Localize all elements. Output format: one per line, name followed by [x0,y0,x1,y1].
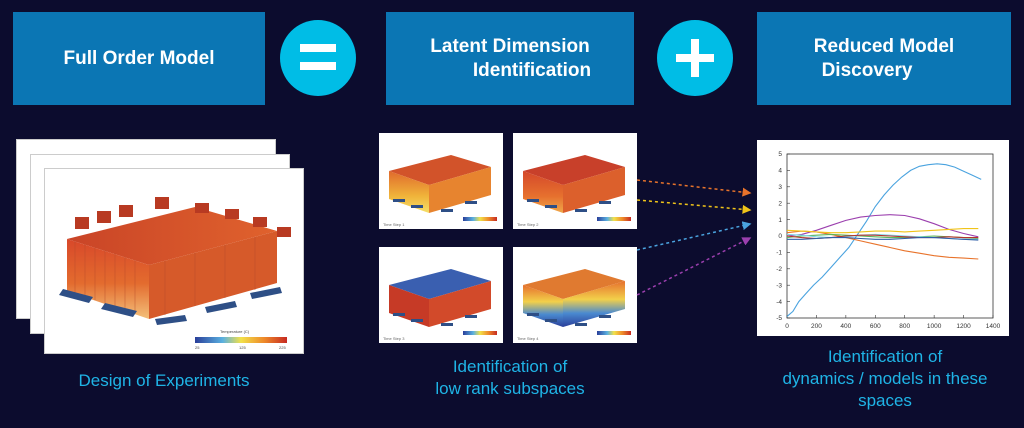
y-tick-label: 4 [778,168,782,175]
dynamics-caption-line1: Identification of [827,347,943,366]
reduced-label-line1: Reduced Model [813,35,955,57]
snapshot-thumbnail: Time Step 3 [379,247,503,343]
plus-circle [657,20,733,96]
y-tick-label: -1 [776,250,782,257]
dynamics-chart: 0 200 400 600 800 1000 1200 1400 -5 -4 -3 -2 -1 0 1 2 3 4… [757,140,1009,336]
reduced-label-line2: Discovery [821,59,913,81]
y-tick-label: 5 [778,151,782,158]
series-line-8 [787,237,979,241]
x-tick-label: 1200 [956,323,971,330]
snapshot-label: Time Step 3 [383,336,405,341]
colorbar-title: Temperature (C) [220,329,250,334]
series-line-4 [786,228,979,234]
arrow-blue [636,221,752,251]
lowrank-caption-line1: Identification of [452,357,568,376]
x-tick-label: 800 [899,323,910,330]
arrow-orange [636,179,752,197]
y-tick-label: 1 [778,217,782,224]
latent-dimension-box: Latent Dimension Identification [386,12,634,105]
x-tick-label: 600 [870,323,881,330]
experiment-sheet-front: Temperature (C) 25 125 225 [44,168,304,354]
colorbar-mid: 125 [239,345,246,350]
y-tick-label: -3 [776,282,782,289]
full-order-model-label: Full Order Model [63,47,215,69]
y-tick-label: 2 [778,200,782,207]
y-tick-label: 0 [778,233,782,240]
colorbar-max: 225 [279,345,286,350]
y-tick-label: -4 [776,299,782,306]
doe-caption: Design of Experiments [78,371,250,390]
equals-icon [300,62,336,70]
snapshot-thumbnail: Time Step 1 [379,133,503,229]
snapshot-thumbnail: Time Step 4 [513,247,637,343]
series-line-1 [786,163,982,317]
x-tick-label: 200 [811,323,822,330]
y-tick-label: 3 [778,184,782,191]
x-tick-label: 1400 [986,323,1001,330]
x-tick-label: 400 [840,323,851,330]
plus-icon [691,39,699,77]
snapshot-label: Time Step 4 [517,336,539,341]
snapshot-thumbnail: Time Step 2 [513,133,637,229]
snapshot-label: Time Step 2 [517,222,539,227]
arrow-purple [636,237,752,296]
colorbar-min: 25 [195,345,200,350]
snapshot-image [523,269,631,335]
lowrank-caption-line2: low rank subspaces [435,379,585,398]
y-tick-label: -5 [776,315,782,322]
dynamics-caption-line2: dynamics / models in these [782,369,988,388]
dynamics-caption-line3: spaces [858,391,912,410]
thermal-model-image: Temperature (C) 25 125 225 [59,197,291,350]
colorbar [195,337,287,343]
full-order-model-box: Full Order Model [13,12,265,105]
x-tick-label: 0 [785,323,789,330]
arrow-yellow [636,199,752,214]
x-tick-label: 1000 [927,323,942,330]
lowrank-caption: Identification of low rank subspaces [395,356,625,400]
latent-label-line2: Identification [472,59,592,81]
snapshot-image [523,155,631,221]
equals-icon [300,44,336,52]
equals-circle [280,20,356,96]
snapshot-image [389,269,497,335]
latent-label-line1: Latent Dimension [430,35,590,57]
reduced-model-box: Reduced Model Discovery [757,12,1011,105]
y-tick-label: -2 [776,266,782,273]
snapshot-image [389,155,497,221]
dynamics-caption: Identification of dynamics / models in t… [757,346,1013,412]
series-line-2 [786,214,979,238]
snapshot-label: Time Step 1 [383,222,405,227]
